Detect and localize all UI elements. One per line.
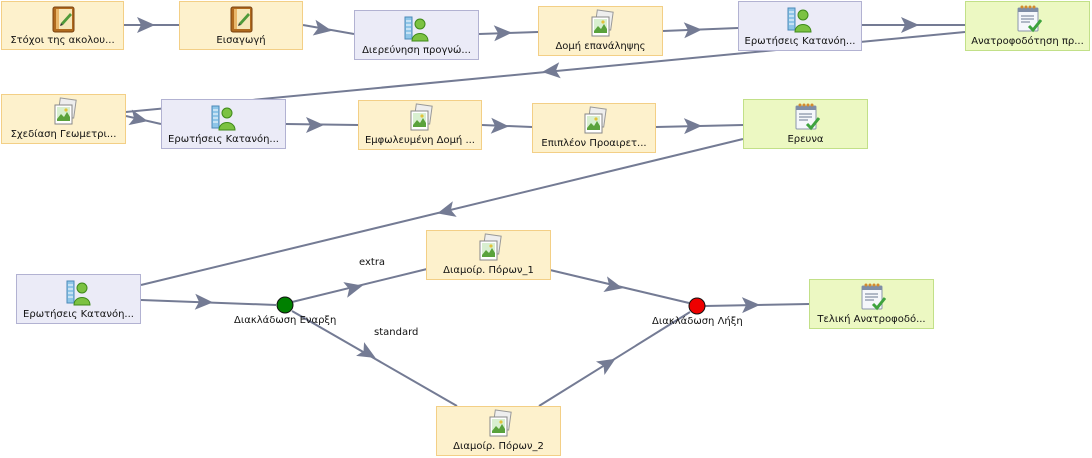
activity-label: Ερευνα	[787, 134, 824, 145]
transition-3-4[interactable]	[478, 24, 539, 42]
branch-end-gate[interactable]	[688, 297, 706, 315]
image-resource-icon	[479, 233, 502, 261]
activity-label: Εμφωλευμένη Δομή ...	[364, 135, 475, 146]
transition-start-14[interactable]	[291, 310, 458, 407]
activity-label: Εισαγωγή	[216, 35, 266, 46]
branch-end-label: Διακλάδωση Λήξη	[652, 316, 743, 327]
activity-n12[interactable]: Ερωτήσεις Κατανόη...	[16, 274, 141, 324]
activity-label: Επιπλέον Προαιρετ...	[541, 138, 647, 149]
transition-5-6[interactable]	[862, 17, 965, 33]
activity-n6[interactable]: Ανατροφοδότηση πρ...	[965, 1, 1090, 51]
transition-8-9[interactable]	[285, 117, 359, 133]
activity-n2[interactable]: Εισαγωγή	[179, 1, 303, 50]
transition-start-13[interactable]	[291, 268, 428, 303]
activity-label: Στόχοι της ακολου...	[10, 35, 115, 46]
notebook-icon	[52, 6, 74, 33]
survey-person-icon	[787, 7, 812, 33]
branch-standard-label: standard	[374, 327, 419, 338]
activity-label: Ανατροφοδότηση πρ...	[971, 36, 1084, 47]
activity-n3[interactable]: Διερεύνηση προγνώ...	[354, 10, 479, 60]
activity-label: Ερωτήσεις Κατανόη...	[744, 36, 856, 47]
transition-10-11[interactable]	[655, 117, 744, 135]
activity-n14[interactable]: Διαμοίρ. Πόρων_2	[436, 406, 561, 456]
transition-12-start[interactable]	[140, 293, 277, 311]
activity-label: Διαμοίρ. Πόρων_1	[443, 265, 534, 276]
activity-n9[interactable]: Εμφωλευμένη Δομή ...	[358, 100, 482, 150]
activity-n15[interactable]: Τελική Ανατροφοδό...	[809, 279, 934, 329]
activity-label: Διαμοίρ. Πόρων_2	[453, 441, 544, 452]
transition-7-8[interactable]	[125, 109, 162, 129]
transition-11-12[interactable]	[140, 138, 744, 286]
branch-start-label: Διακλάδωση Εναρξη	[234, 315, 337, 326]
activity-label: Δομή επανάληψης	[555, 41, 646, 52]
activity-label: Τελική Ανατροφοδό...	[817, 314, 926, 325]
activity-label: Σχεδίαση Γεωμετρι...	[10, 129, 117, 140]
checklist-icon	[1016, 4, 1042, 33]
transition-end-15[interactable]	[704, 296, 810, 314]
image-resource-icon	[591, 9, 614, 37]
activity-n13[interactable]: Διαμοίρ. Πόρων_1	[426, 230, 551, 280]
transition-9-10[interactable]	[481, 117, 533, 135]
notebook-icon	[230, 6, 253, 33]
branch-extra-label: extra	[359, 257, 386, 268]
branch-start-gate[interactable]	[276, 296, 294, 314]
transition-4-5[interactable]	[662, 21, 739, 39]
survey-person-icon	[211, 105, 235, 131]
checklist-icon	[860, 282, 886, 311]
image-resource-icon	[410, 103, 433, 131]
transition-2-3[interactable]	[302, 19, 355, 39]
activity-n7[interactable]: Σχεδίαση Γεωμετρι...	[1, 94, 126, 144]
image-resource-icon	[489, 409, 512, 437]
transition-1-2[interactable]	[124, 17, 179, 33]
activity-n10[interactable]: Επιπλέον Προαιρετ...	[532, 103, 656, 153]
activity-n1[interactable]: Στόχοι της ακολου...	[1, 1, 124, 50]
activity-label: Ερωτήσεις Κατανόη...	[23, 309, 134, 320]
activity-label: Ερωτήσεις Κατανόη...	[168, 134, 279, 145]
activity-n4[interactable]: Δομή επανάληψης	[538, 6, 663, 56]
survey-person-icon	[404, 16, 428, 42]
transition-14-end[interactable]	[538, 311, 691, 407]
activity-n11[interactable]: Ερευνα	[743, 99, 868, 149]
activity-n5[interactable]: Ερωτήσεις Κατανόη...	[738, 1, 862, 51]
activity-n8[interactable]: Ερωτήσεις Κατανόη...	[161, 99, 286, 149]
checklist-icon	[794, 102, 820, 131]
activity-label: Διερεύνηση προγνώ...	[362, 45, 471, 56]
survey-person-icon	[66, 280, 90, 306]
transition-13-end[interactable]	[549, 269, 690, 304]
image-resource-icon	[54, 97, 77, 125]
image-resource-icon	[584, 106, 607, 134]
